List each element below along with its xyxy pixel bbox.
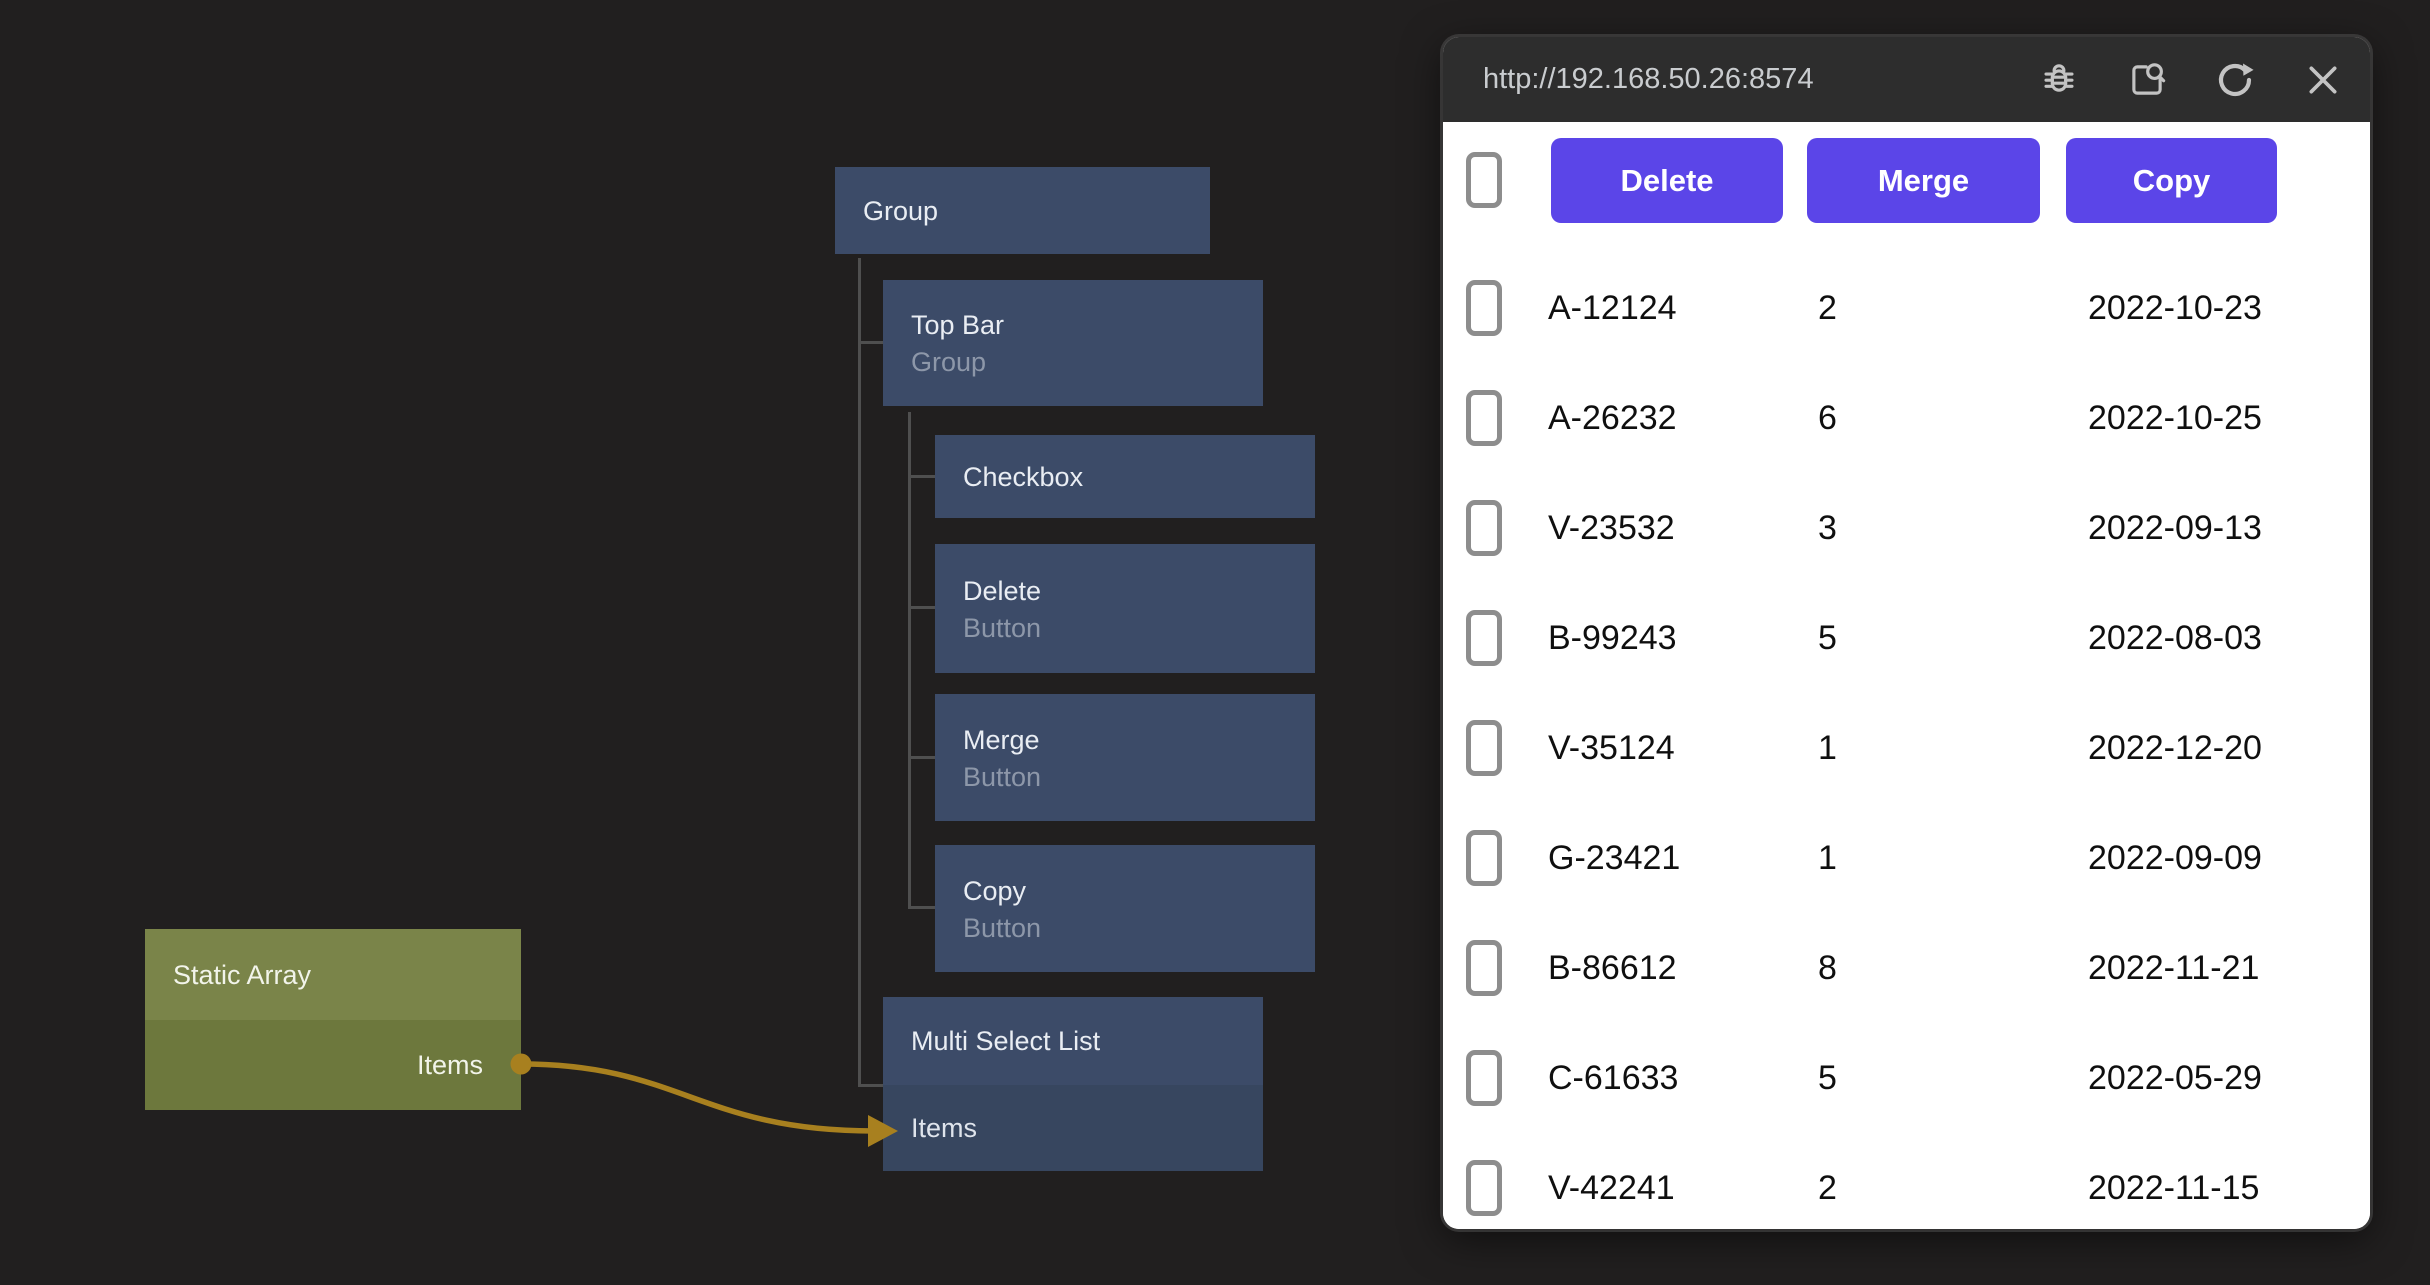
node-multi-select-list[interactable]: Multi Select List Items [883, 997, 1263, 1171]
output-port-items[interactable]: Items [145, 1020, 521, 1110]
node-title: Delete [963, 575, 1042, 606]
row-qty: 5 [1818, 1058, 1837, 1097]
row-checkbox[interactable] [1466, 720, 1502, 776]
inspect-icon [2132, 62, 2166, 95]
input-port-label: Items [911, 1112, 978, 1143]
node-checkbox[interactable]: Checkbox [935, 435, 1315, 518]
tree-connector-line [858, 341, 883, 344]
tree-connector-line [908, 756, 935, 759]
row-qty: 2 [1818, 1168, 1837, 1207]
row-date: 2022-09-09 [2088, 838, 2262, 877]
table-row[interactable]: C-61633 5 2022-05-29 [1443, 1023, 2370, 1133]
row-checkbox[interactable] [1466, 1160, 1502, 1216]
row-list: A-12124 2 2022-10-23 A-26232 6 2022-10-2… [1443, 253, 2370, 1229]
debug-button[interactable] [2038, 59, 2080, 101]
row-id: B-99243 [1548, 618, 1677, 657]
row-qty: 1 [1818, 728, 1837, 767]
row-qty: 5 [1818, 618, 1837, 657]
row-checkbox[interactable] [1466, 610, 1502, 666]
row-id: V-23532 [1548, 508, 1675, 547]
connection-wire [520, 1061, 875, 1134]
node-title: Top Bar [911, 310, 1005, 340]
row-checkbox[interactable] [1466, 1050, 1502, 1106]
node-group[interactable]: Group [835, 167, 1210, 254]
row-qty: 6 [1818, 398, 1837, 437]
node-title: Copy [963, 875, 1027, 906]
row-date: 2022-11-15 [2088, 1168, 2260, 1207]
row-qty: 3 [1818, 508, 1837, 547]
row-date: 2022-10-23 [2088, 288, 2262, 327]
row-checkbox[interactable] [1466, 500, 1502, 556]
node-title: Checkbox [963, 461, 1084, 492]
row-id: G-23421 [1548, 838, 1681, 877]
row-qty: 2 [1818, 288, 1837, 327]
titlebar-icons [2038, 59, 2344, 101]
row-id: V-35124 [1548, 728, 1675, 767]
row-checkbox[interactable] [1466, 280, 1502, 336]
node-delete-button[interactable]: Delete Button [935, 544, 1315, 673]
row-qty: 1 [1818, 838, 1837, 877]
table-row[interactable]: B-86612 8 2022-11-21 [1443, 913, 2370, 1023]
node-title: Merge [963, 724, 1040, 755]
close-button[interactable] [2302, 59, 2344, 101]
copy-button[interactable]: Copy [2066, 138, 2277, 223]
refresh-icon [2218, 63, 2254, 96]
row-date: 2022-10-25 [2088, 398, 2262, 437]
row-id: A-26232 [1548, 398, 1677, 437]
node-header: Static Array [145, 929, 521, 1020]
row-id: C-61633 [1548, 1058, 1679, 1097]
tree-connector-line [908, 412, 911, 909]
row-date: 2022-09-13 [2088, 508, 2262, 547]
row-date: 2022-12-20 [2088, 728, 2262, 767]
tree-connector-line [908, 606, 935, 609]
node-title: Group [863, 195, 939, 226]
node-subtitle: Button [963, 912, 1042, 943]
preview-content: Delete Merge Copy A-12124 2 2022-10-23 A… [1443, 122, 2370, 1229]
node-copy-button[interactable]: Copy Button [935, 845, 1315, 972]
node-static-array[interactable]: Static Array Items [145, 929, 521, 1110]
node-top-bar[interactable]: Top Bar Group [883, 280, 1263, 406]
url-bar[interactable]: http://192.168.50.26:8574 [1483, 63, 1814, 95]
row-id: V-42241 [1548, 1168, 1675, 1207]
bug-icon [2044, 63, 2074, 92]
close-icon [2309, 66, 2337, 93]
tree-connector-line [858, 258, 861, 1087]
table-row[interactable]: V-42241 2 2022-11-15 [1443, 1133, 2370, 1229]
tree-connector-line [908, 906, 935, 909]
row-date: 2022-08-03 [2088, 618, 2262, 657]
node-merge-button[interactable]: Merge Button [935, 694, 1315, 821]
row-checkbox[interactable] [1466, 830, 1502, 886]
select-all-checkbox[interactable] [1466, 152, 1502, 208]
row-checkbox[interactable] [1466, 940, 1502, 996]
table-row[interactable]: A-12124 2 2022-10-23 [1443, 253, 2370, 363]
node-subtitle: Group [911, 347, 987, 377]
row-id: A-12124 [1548, 288, 1677, 327]
node-subtitle: Button [963, 612, 1042, 643]
output-port-label: Items [416, 1049, 483, 1080]
refresh-button[interactable] [2214, 59, 2256, 101]
tree-connector-line [908, 475, 935, 478]
node-title: Multi Select List [911, 1026, 1101, 1056]
table-row[interactable]: B-99243 5 2022-08-03 [1443, 583, 2370, 693]
node-subtitle: Button [963, 761, 1042, 792]
table-row[interactable]: G-23421 1 2022-09-09 [1443, 803, 2370, 913]
merge-button[interactable]: Merge [1807, 138, 2040, 223]
input-port-items[interactable]: Items [883, 1085, 1263, 1171]
row-qty: 8 [1818, 948, 1837, 987]
delete-button[interactable]: Delete [1551, 138, 1783, 223]
node-header: Multi Select List [883, 997, 1263, 1085]
table-row[interactable]: A-26232 6 2022-10-25 [1443, 363, 2370, 473]
table-row[interactable]: V-23532 3 2022-09-13 [1443, 473, 2370, 583]
row-date: 2022-05-29 [2088, 1058, 2262, 1097]
tree-connector-line [858, 1084, 883, 1087]
preview-window: http://192.168.50.26:8574 [1443, 37, 2370, 1229]
row-checkbox[interactable] [1466, 390, 1502, 446]
row-id: B-86612 [1548, 948, 1677, 987]
row-date: 2022-11-21 [2088, 948, 2260, 987]
inspect-button[interactable] [2126, 59, 2168, 101]
node-title: Static Array [173, 959, 312, 990]
preview-titlebar[interactable]: http://192.168.50.26:8574 [1443, 37, 2370, 122]
table-row[interactable]: V-35124 1 2022-12-20 [1443, 693, 2370, 803]
